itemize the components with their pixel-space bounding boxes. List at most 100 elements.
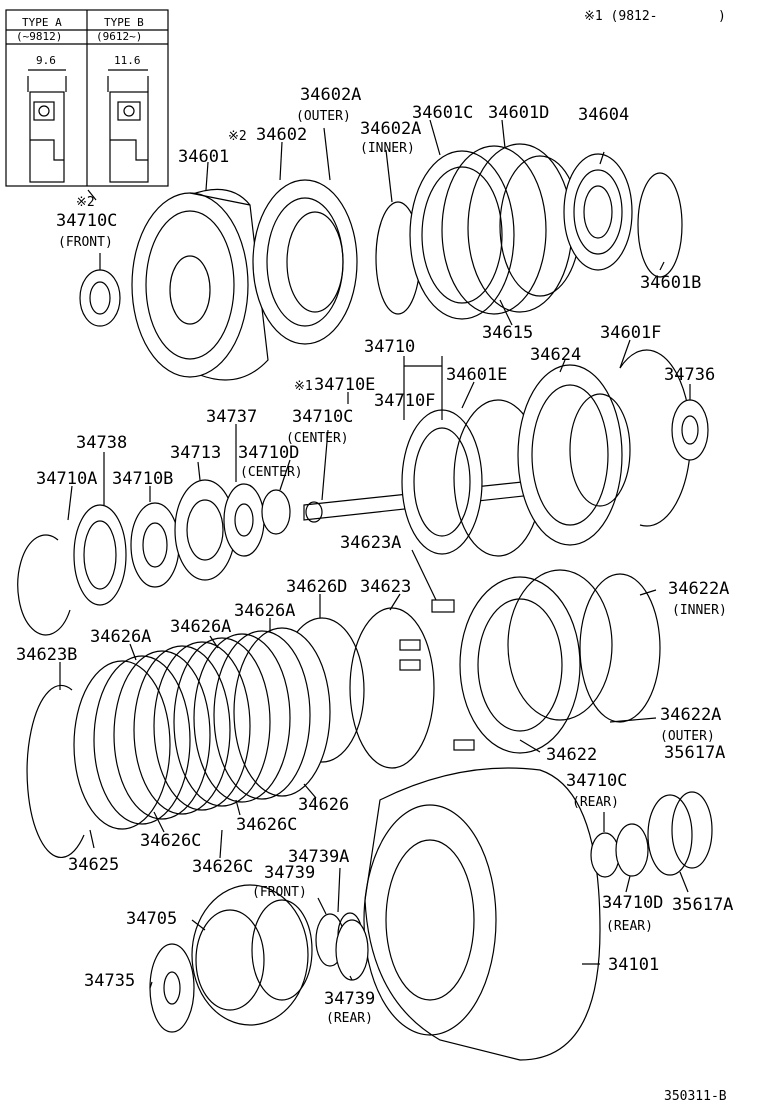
part-34602-piston — [252, 179, 358, 345]
label-34601d: 34601D — [488, 103, 549, 123]
type-a-dimension: 9.6 — [36, 54, 56, 67]
part-34625-snap-ring — [26, 684, 85, 859]
part-34622a-outer-oring — [579, 573, 661, 723]
label-34623b: 34623B — [16, 645, 77, 665]
type-b-seal-section — [107, 76, 149, 183]
label-34710: 34710 — [364, 337, 415, 357]
label-34101: 34101 — [608, 955, 659, 975]
label-34710b: 34710B — [112, 469, 173, 489]
label-34739-rear: 34739 — [324, 989, 375, 1009]
label-34735: 34735 — [84, 971, 135, 991]
label-34738: 34738 — [76, 433, 127, 453]
label-34601e: 34601E — [446, 365, 507, 385]
label-34602a-outer: 34602A — [300, 85, 361, 105]
part-34601c-clutch-plates — [409, 143, 581, 320]
part-34710c-front-seal — [79, 269, 121, 327]
label-34710d-center: 34710D — [238, 443, 299, 463]
part-34710b-bearing — [130, 502, 180, 588]
part-34735-washer — [149, 943, 195, 1033]
part-34710d-rear-bearing — [615, 823, 649, 877]
label-34626a-2: 34626A — [170, 617, 231, 637]
type-b-label: TYPE B — [104, 16, 144, 29]
part-34739-rear-bearing — [335, 919, 369, 981]
label-34626d: 34626D — [286, 577, 347, 597]
label-34602-mark: ※2 — [228, 129, 247, 144]
part-34737-washer — [223, 483, 265, 557]
label-34710c-front: 34710C — [56, 211, 117, 231]
label-34626a-1: 34626A — [234, 601, 295, 621]
diagram-code: 350311-B — [664, 1089, 727, 1104]
label-34625: 34625 — [68, 855, 119, 875]
label-34710d-rear: 34710D — [602, 893, 663, 913]
part-34601b-snap-ring — [637, 172, 683, 278]
label-34601b: 34601B — [640, 273, 701, 293]
label-34736: 34736 — [664, 365, 715, 385]
label-34710c-center: 34710C — [292, 407, 353, 427]
header-note-close: ) — [718, 9, 726, 24]
label-34626a-3: 34626A — [90, 627, 151, 647]
label-outer-2: (OUTER) — [660, 729, 715, 744]
label-34602a-inner: 34602A — [360, 119, 421, 139]
label-center: (CENTER) — [286, 431, 349, 446]
type-inset-box: TYPE A (~9812) TYPE B (9612~) 9.6 11.6 ※… — [5, 9, 169, 210]
label-34710a: 34710A — [36, 469, 97, 489]
label-34739a: 34739A — [288, 847, 349, 867]
label-34601: 34601 — [178, 147, 229, 167]
label-35617a-top: 35617A — [664, 743, 725, 763]
label-34623a: 34623A — [340, 533, 401, 553]
label-front-2: (FRONT) — [252, 885, 307, 900]
label-34626c-2: 34626C — [236, 815, 297, 835]
part-34736-washer — [671, 399, 709, 461]
part-34624-ring-gear — [517, 364, 631, 546]
header-note: ※1 (9812- — [584, 9, 658, 24]
label-rear: (REAR) — [572, 795, 619, 810]
part-34710a-snap-ring — [17, 534, 71, 636]
label-rear-3: (REAR) — [326, 1011, 373, 1026]
label-front: (FRONT) — [58, 235, 113, 250]
label-34713: 34713 — [170, 443, 221, 463]
label-34710e: 34710E — [314, 375, 375, 395]
label-34604: 34604 — [578, 105, 629, 125]
label-34705: 34705 — [126, 909, 177, 929]
part-35617a-ring-2 — [671, 791, 713, 869]
label-34601f: 34601F — [600, 323, 661, 343]
type-a-range: (~9812) — [16, 30, 62, 43]
part-34101-case — [363, 767, 601, 1061]
label-rear-2: (REAR) — [606, 919, 653, 934]
part-34623-retainer — [349, 607, 435, 769]
part-34622a-inner-oring — [507, 569, 613, 721]
label-34601c: 34601C — [412, 103, 473, 123]
label-34622: 34622 — [546, 745, 597, 765]
label-34737: 34737 — [206, 407, 257, 427]
label-35617a-bottom: 35617A — [672, 895, 733, 915]
leader-lines — [59, 119, 691, 989]
label-34622a-inner: 34622A — [668, 579, 729, 599]
label-34626c-1: 34626C — [140, 831, 201, 851]
part-34738-gear — [73, 504, 127, 606]
label-34710c-rear: 34710C — [566, 771, 627, 791]
label-34626c-3: 34626C — [192, 857, 253, 877]
part-34710c-rear-seal — [590, 832, 620, 878]
part-34622-piston — [459, 576, 581, 754]
type-b-range: (9612~) — [96, 30, 142, 43]
label-34739-front: 34739 — [264, 863, 315, 883]
label-34626: 34626 — [298, 795, 349, 815]
label-34622a-outer: 34622A — [660, 705, 721, 725]
part-35617a-ring-1 — [647, 794, 693, 876]
part-34705-sun-gear-drum — [191, 884, 313, 1026]
part-34710d-center-bearing — [261, 489, 291, 535]
type-a-label: TYPE A — [22, 16, 62, 29]
label-inner: (INNER) — [360, 141, 415, 156]
label-34623: 34623 — [360, 577, 411, 597]
label-34615: 34615 — [482, 323, 533, 343]
type-a-seal-section — [27, 76, 67, 183]
label-34710f: 34710F — [374, 391, 435, 411]
type-b-dimension: 11.6 — [114, 54, 141, 67]
label-34710e-mark: ※1 — [294, 379, 313, 394]
label-outer: (OUTER) — [296, 109, 351, 124]
part-34626-clutch-pack — [73, 627, 331, 830]
inset-note-mark: ※2 — [76, 195, 95, 210]
label-inner-2: (INNER) — [672, 603, 727, 618]
label-34602: 34602 — [256, 125, 307, 145]
